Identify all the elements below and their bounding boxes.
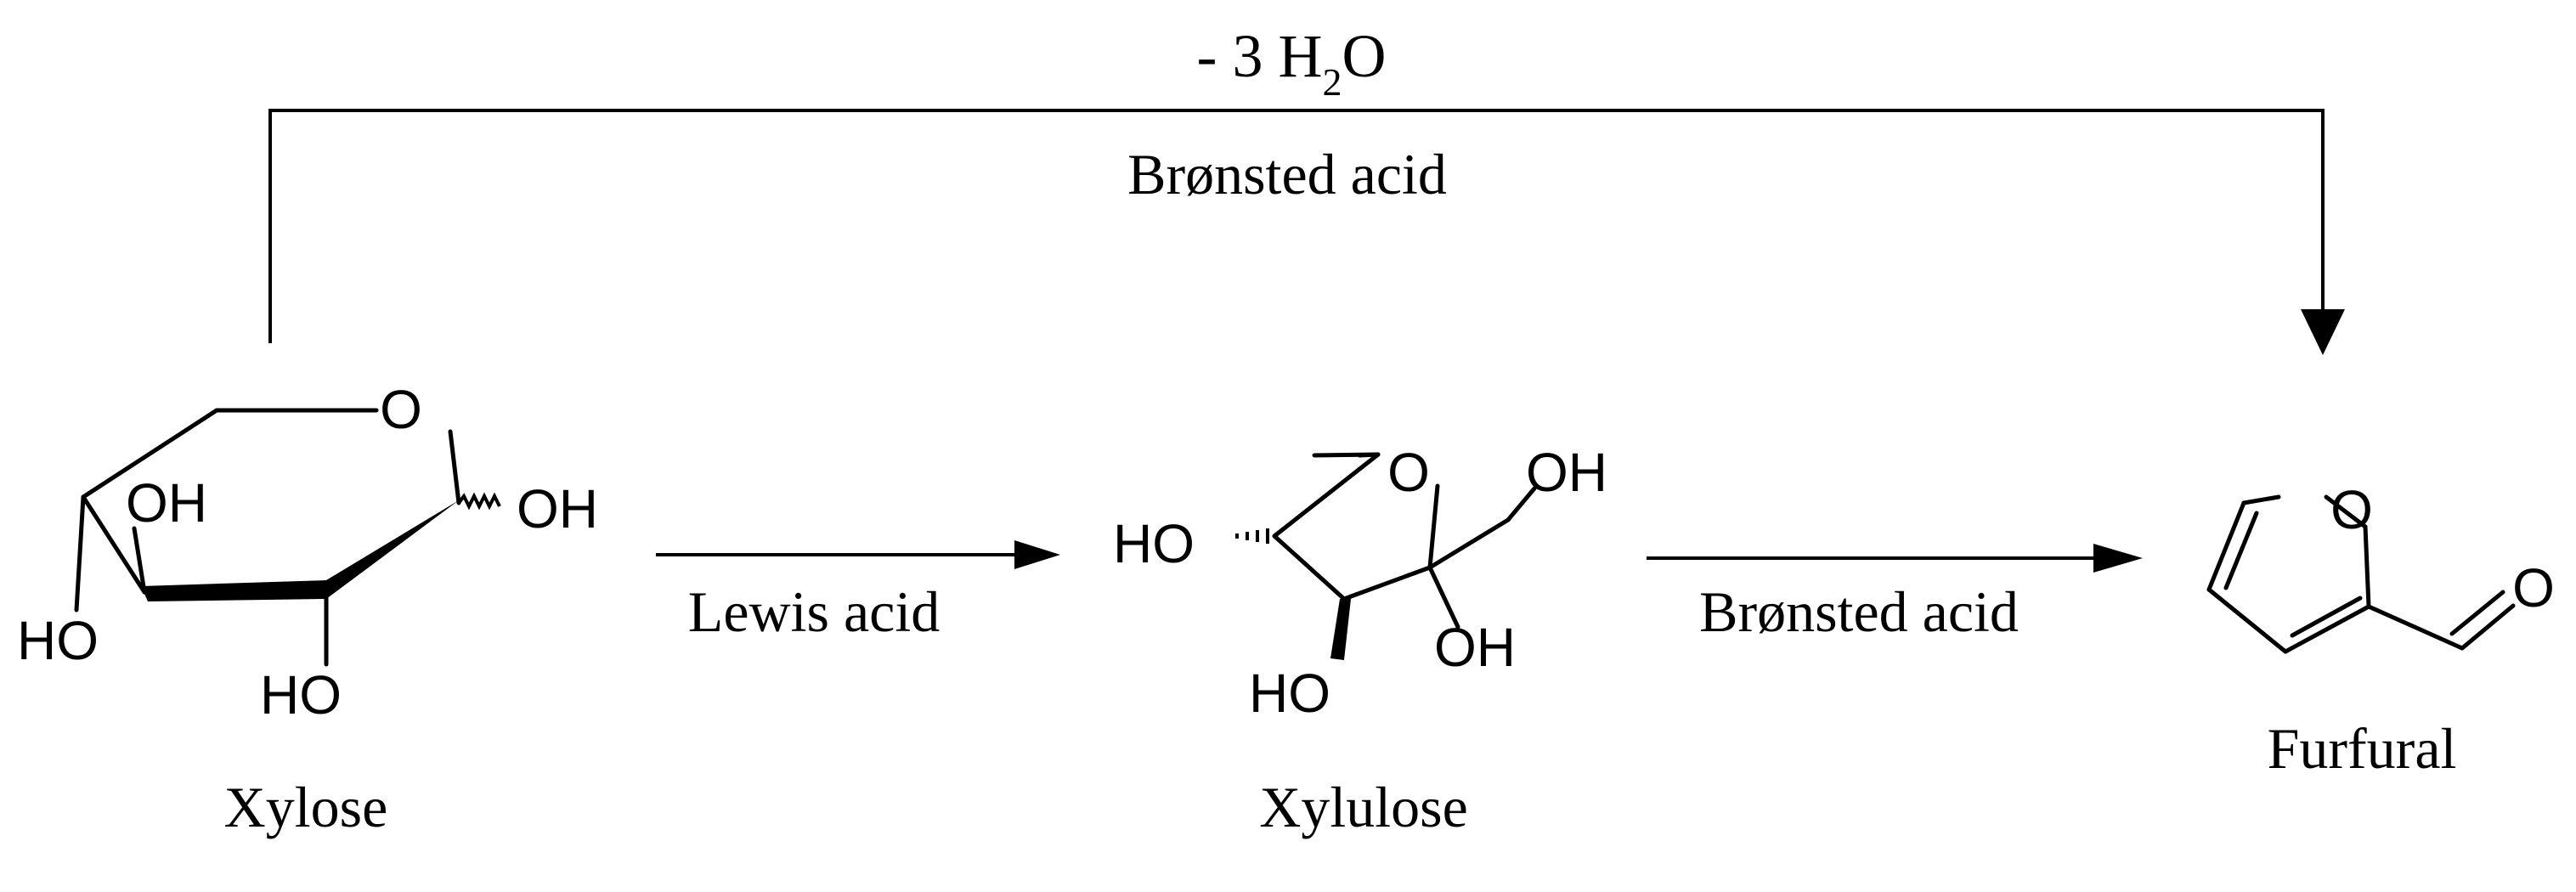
xylulose-name: Xylulose: [1259, 775, 1468, 839]
isomerization-step: Lewis acid: [656, 540, 1060, 644]
dehydration-catalyst-label: Brønsted acid: [1699, 579, 2019, 644]
isomerization-arrowhead: [1014, 540, 1060, 569]
furfural-structure: O O Furfural: [2206, 479, 2555, 781]
furfural-ring-oxygen: O: [2330, 479, 2373, 540]
xylulose-structure: O OH HO OH HO Xylulose: [1113, 442, 1607, 839]
water-loss-label: - 3 H2O: [1197, 22, 1387, 104]
xylulose-c4-hydroxyl: HO: [1113, 513, 1195, 574]
furfural-carbonyl-oxygen: O: [2512, 557, 2555, 618]
xylulose-ch2oh-hydroxyl: OH: [1526, 442, 1607, 503]
direct-path-connector: [268, 109, 2325, 343]
direct-path-arrowhead: [2301, 309, 2345, 355]
xylose-c4-hydroxyl: HO: [17, 610, 99, 671]
xylulose-c2-hydroxyl: OH: [1434, 617, 1516, 678]
isomerization-catalyst-label: Lewis acid: [688, 579, 940, 644]
dehydration-arrowhead: [2093, 544, 2143, 573]
direct-dehydration-path: - 3 H2O Brønsted acid: [268, 22, 2345, 355]
xylose-name: Xylose: [224, 775, 388, 839]
dehydration-step: Brønsted acid: [1647, 544, 2143, 644]
xylose-c3-hydroxyl: OH: [126, 472, 207, 534]
xylose-anomeric-hydroxyl: OH: [517, 478, 598, 539]
xylulose-ring-oxygen: O: [1387, 442, 1430, 503]
xylose-ring-oxygen: O: [380, 379, 422, 440]
xylose-c2-hydroxyl: HO: [260, 664, 342, 725]
xylulose-c3-hydroxyl: HO: [1249, 663, 1330, 724]
direct-path-catalyst-label: Brønsted acid: [1127, 142, 1447, 206]
furfural-name: Furfural: [2268, 716, 2457, 781]
xylose-structure: O OH OH HO HO Xylose: [17, 379, 598, 839]
